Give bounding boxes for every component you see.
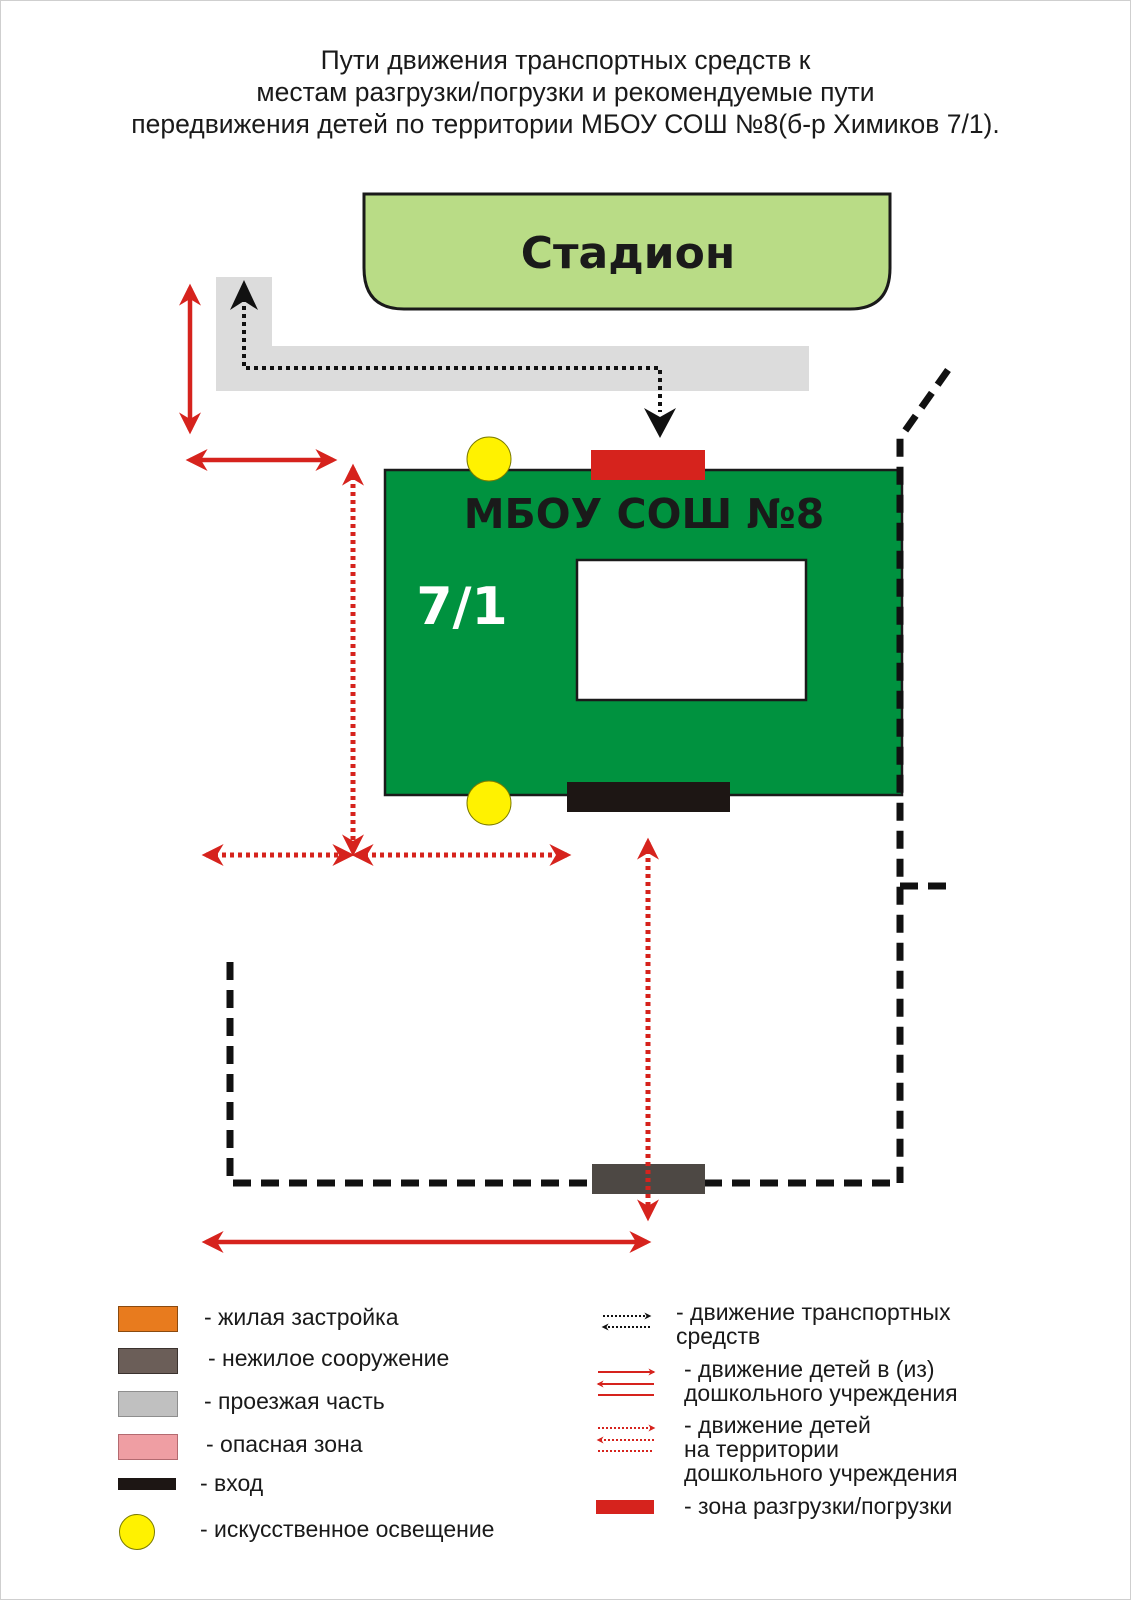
page-title: Пути движения транспортных средств к мес…	[0, 44, 1131, 140]
legend-danger-zone-label: - опасная зона	[206, 1431, 363, 1457]
legend-roadway-swatch	[118, 1391, 178, 1417]
legend-entrance-label: - вход	[200, 1470, 264, 1496]
fence-right	[896, 367, 951, 1183]
title-line-2: местам разгрузки/погрузки и рекомендуемы…	[256, 77, 875, 107]
legend-nonresidential-label: - нежилое сооружение	[208, 1345, 450, 1371]
legend-child-route-dotted-label: - движение детей на территории дошкольно…	[684, 1412, 958, 1486]
address-label: 7/1	[416, 577, 507, 637]
legend-residential-label: - жилая застройка	[204, 1304, 399, 1330]
legend-child-route-solid-label: - движение детей в (из) дошкольного учре…	[684, 1356, 958, 1406]
legend-lighting-swatch	[119, 1514, 155, 1550]
legend-lighting-label: - искусственное освещение	[200, 1516, 495, 1542]
legend-entrance-swatch	[118, 1478, 176, 1490]
stadium-label: Стадион	[521, 228, 735, 279]
school-name: МБОУ СОШ №8	[464, 490, 825, 538]
legend-child-route-solid-symbol	[596, 1368, 656, 1396]
legend-vehicle-symbol	[601, 1312, 652, 1331]
legend-danger-zone-swatch	[118, 1434, 178, 1460]
lamp-top	[466, 436, 512, 482]
title-line-1: Пути движения транспортных средств к	[320, 45, 811, 75]
vehicle-route-arrow-down	[644, 408, 676, 438]
legend-roadway-label: - проезжая часть	[204, 1388, 385, 1414]
vehicle-route-arrow-up	[230, 280, 258, 310]
lamp-bottom	[466, 780, 512, 826]
legend-child-route-dotted-symbol	[596, 1424, 656, 1452]
unloading-zone	[591, 450, 705, 480]
legend-unloading-zone-label: - зона разгрузки/погрузки	[684, 1493, 953, 1519]
legend-vehicle-label: - движение транспортных средств	[676, 1299, 951, 1349]
legend-nonresidential-swatch	[118, 1348, 178, 1374]
vehicle-route	[242, 298, 662, 412]
fence-left-bottom	[226, 962, 595, 1187]
school-courtyard	[575, 558, 808, 702]
legend-unloading-zone-swatch	[596, 1500, 654, 1514]
stadium-area	[362, 192, 892, 311]
school-entrance	[567, 782, 730, 812]
title-line-3: передвижения детей по территории МБОУ СО…	[131, 109, 1000, 139]
legend-residential-swatch	[118, 1306, 178, 1332]
